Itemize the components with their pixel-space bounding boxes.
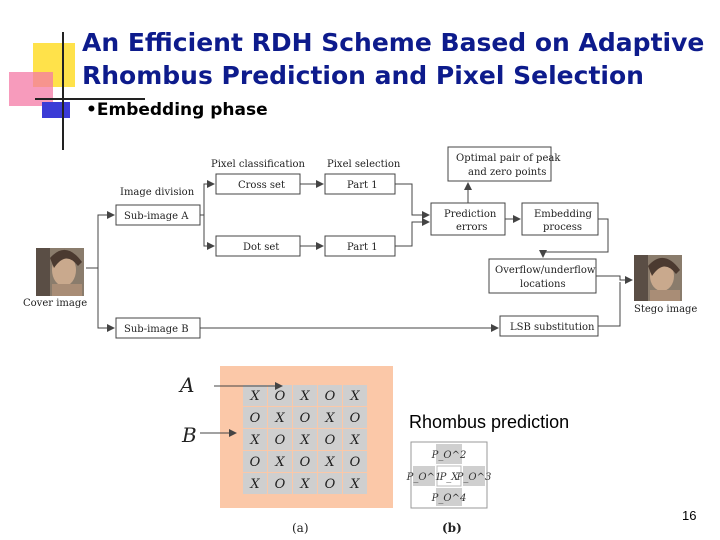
grid-cell (268, 385, 292, 406)
sub-image-b-text: Sub-image B (124, 324, 189, 335)
rhombus-left: P_O^1 (406, 472, 442, 483)
grid-cell-symbol: X (324, 411, 335, 426)
part1-top-text: Part 1 (347, 180, 378, 191)
grid-cell-symbol: O (275, 389, 286, 404)
grid-cell (343, 451, 367, 472)
overflow-locations-line2: locations (520, 279, 566, 290)
image-division-label: Image division (120, 187, 195, 198)
rhombus-center: P_X (439, 472, 460, 483)
overflow-locations-line1: Overflow/underflow (495, 265, 596, 276)
lsb-substitution-text: LSB substitution (510, 322, 595, 333)
optimal-pair-line1: Optimal pair of peak (456, 153, 561, 164)
grid-cell-symbol: X (249, 477, 260, 492)
grid-cell (243, 473, 267, 494)
slide-title: An Efficient RDH Scheme Based on Adaptiv… (82, 28, 705, 90)
cover-image-label: Cover image (23, 298, 87, 309)
grid-cell (268, 429, 292, 450)
grid-cell-symbol: X (299, 433, 310, 448)
pixel-selection-label: Pixel selection (327, 159, 401, 170)
grid-cell-symbol: O (350, 455, 361, 470)
grid-cell-symbol: X (299, 477, 310, 492)
rhombus-right: P_O^3 (456, 472, 492, 483)
rhombus-diagram (410, 441, 488, 509)
optimal-pair-line2: and zero points (468, 167, 546, 178)
grid-cell (243, 429, 267, 450)
decor-pink-square (9, 72, 53, 106)
grid-cell-symbol: O (325, 433, 336, 448)
grid-cell-symbol: X (349, 433, 360, 448)
grid-cell (343, 473, 367, 494)
grid-cell (318, 385, 342, 406)
pixel-classification-label: Pixel classification (211, 159, 306, 170)
grid-cell (293, 473, 317, 494)
grid-label-b: B (181, 423, 197, 447)
caption-b: (b) (442, 521, 462, 535)
grid-cell (318, 407, 342, 428)
grid-cell-symbol: O (300, 411, 311, 426)
prediction-errors-line1: Prediction (444, 209, 497, 220)
grid-cell (268, 407, 292, 428)
grid-cell (343, 407, 367, 428)
grid-cell (343, 429, 367, 450)
grid-cell-symbol: O (325, 389, 336, 404)
dot-set-text: Dot set (243, 242, 279, 253)
embedding-process-line1: Embedding (534, 209, 593, 220)
optimal-pair-box (447, 146, 552, 182)
grid-cell (293, 451, 317, 472)
embedding-process-line2: process (543, 222, 582, 233)
grid-cell-symbol: O (275, 433, 286, 448)
flow-arrows (86, 180, 633, 332)
grid-cell-symbol: X (299, 389, 310, 404)
grid-cell-symbol: O (325, 477, 336, 492)
rhombus-prediction-label: Rhombus prediction (409, 412, 570, 432)
grid-cell (293, 407, 317, 428)
grid-cell (243, 385, 267, 406)
bullet-embedding-phase: •Embedding phase (86, 100, 268, 120)
grid-cell-symbol: O (300, 455, 311, 470)
grid-cell (318, 473, 342, 494)
cross-set-text: Cross set (238, 180, 285, 191)
sub-image-a-text: Sub-image A (124, 211, 189, 222)
decor-horizontal-line (35, 98, 145, 100)
grid-cell-symbol: X (249, 433, 260, 448)
cover-image-thumbnail (36, 248, 84, 296)
stego-image-label: Stego image (634, 304, 697, 315)
grid-cell (343, 385, 367, 406)
grid-cell-symbol: O (350, 411, 361, 426)
grid-label-a: A (178, 373, 194, 397)
stego-image-thumbnail (634, 255, 682, 301)
grid-cell-symbol: X (349, 477, 360, 492)
grid-cell-symbol: O (250, 455, 261, 470)
grid-cell (293, 429, 317, 450)
embedding-process-box (521, 202, 599, 236)
grid-cell (293, 385, 317, 406)
part1-bottom-text: Part 1 (347, 242, 378, 253)
page-number: 16 (682, 508, 697, 523)
grid-cell-symbol: X (324, 455, 335, 470)
grid-cell (318, 451, 342, 472)
grid-cell (268, 473, 292, 494)
grid-cell-symbol: X (274, 411, 285, 426)
grid-cell-symbol: O (250, 411, 261, 426)
grid-cell-symbol: X (274, 455, 285, 470)
grid-cell (318, 429, 342, 450)
grid-cell-symbol: X (249, 389, 260, 404)
rhombus-bottom: P_O^4 (431, 493, 467, 504)
grid-cell-symbol: O (275, 477, 286, 492)
decor-vertical-line (62, 32, 64, 150)
rhombus-top: P_O^2 (431, 450, 467, 461)
grid-cell-symbol: X (349, 389, 360, 404)
grid-cell (268, 451, 292, 472)
caption-a: (a) (292, 521, 309, 535)
grid-cell (243, 407, 267, 428)
overflow-locations-box (488, 258, 597, 294)
prediction-errors-line2: errors (456, 222, 487, 233)
grid-cell (243, 451, 267, 472)
